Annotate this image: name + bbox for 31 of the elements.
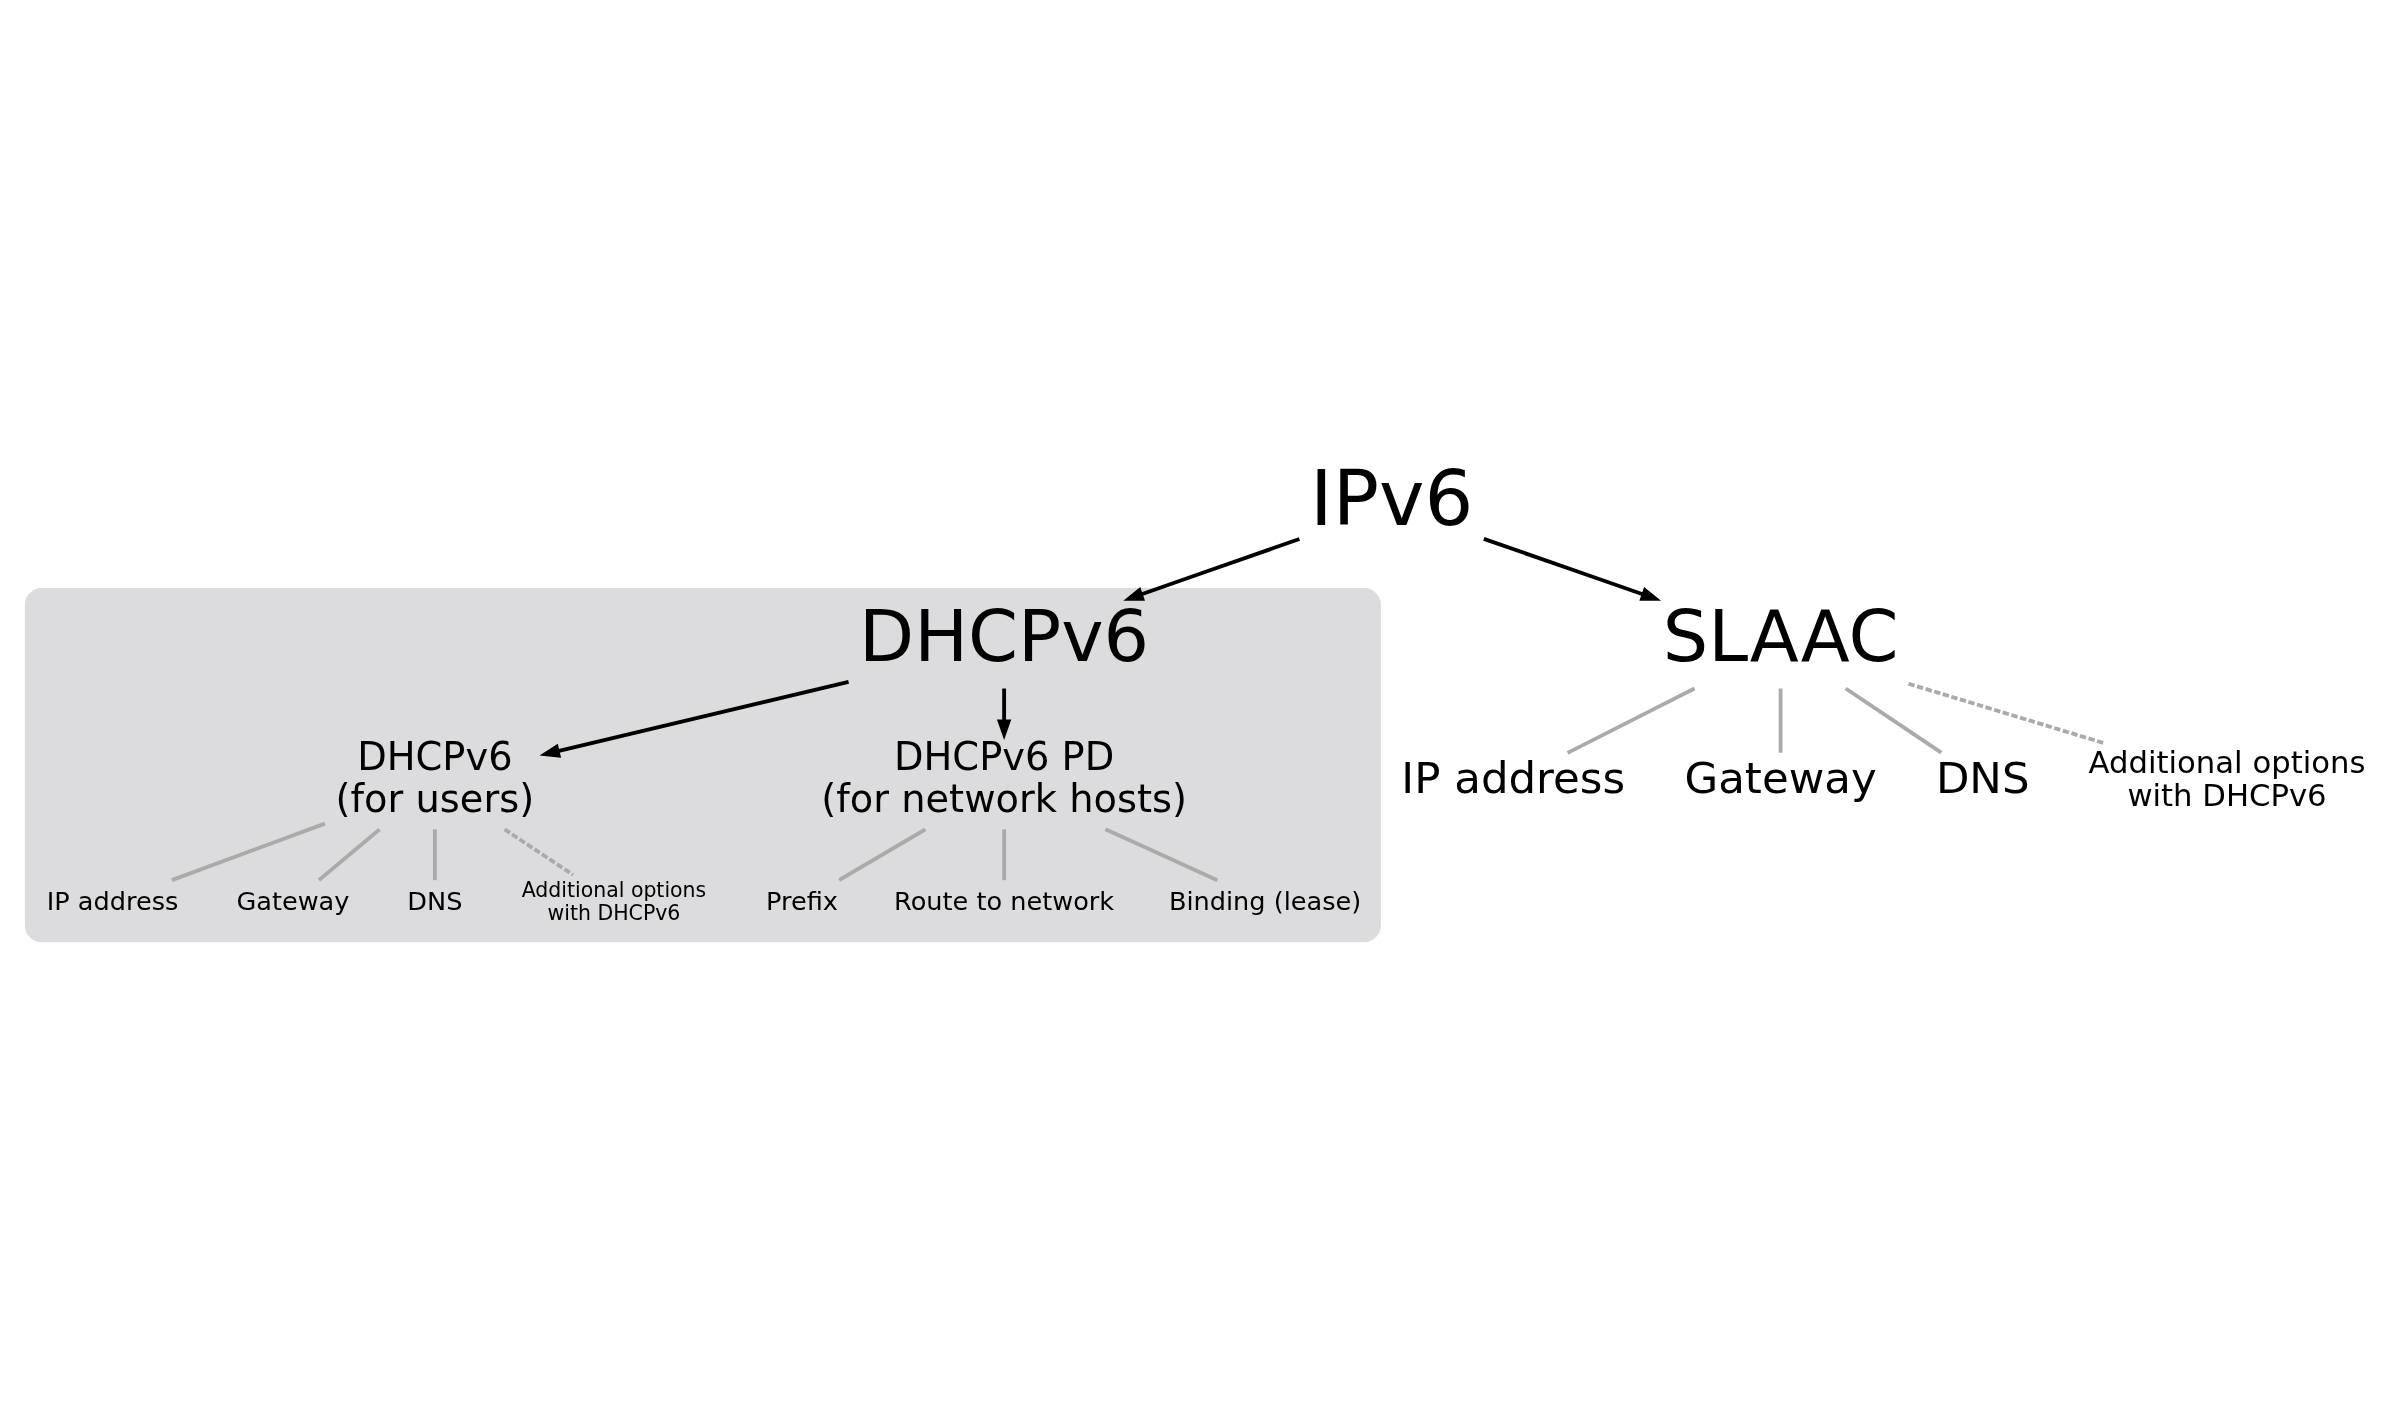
connector (1778, 688, 1783, 753)
arrow (1123, 536, 1300, 601)
connector (1002, 828, 1007, 880)
node-text: DHCPv6 (for users) (335, 733, 535, 821)
node-text: Additional options with DHCPv6 (2088, 744, 2366, 813)
connector (317, 827, 381, 882)
node-text: DNS (407, 885, 463, 916)
arrow (1483, 536, 1662, 601)
node-text: DHCPv6 (859, 594, 1150, 678)
node-text: Gateway (1684, 752, 1877, 803)
node-text: IP address (46, 885, 179, 916)
connector (432, 828, 437, 880)
node-text: Additional options with DHCPv6 (521, 877, 707, 925)
connector (838, 827, 927, 882)
node-text: Route to network (894, 885, 1115, 916)
connector (503, 827, 575, 876)
connector (1907, 681, 2106, 745)
node-text: Gateway (236, 885, 350, 916)
node-text: SLAAC (1662, 594, 1899, 678)
node-text: IPv6 (1310, 453, 1474, 543)
node-text: DNS (1935, 752, 2030, 803)
connector (171, 821, 326, 882)
arrow (996, 688, 1012, 740)
node-text: Prefix (766, 885, 838, 916)
connector (1566, 686, 1696, 755)
connector (1844, 686, 1943, 754)
arrow (539, 679, 849, 758)
node-text: IP address (1401, 752, 1626, 803)
connector (1104, 826, 1219, 882)
node-text: Binding (lease) (1168, 885, 1362, 916)
node-text: DHCPv6 PD (for network hosts) (821, 733, 1187, 821)
